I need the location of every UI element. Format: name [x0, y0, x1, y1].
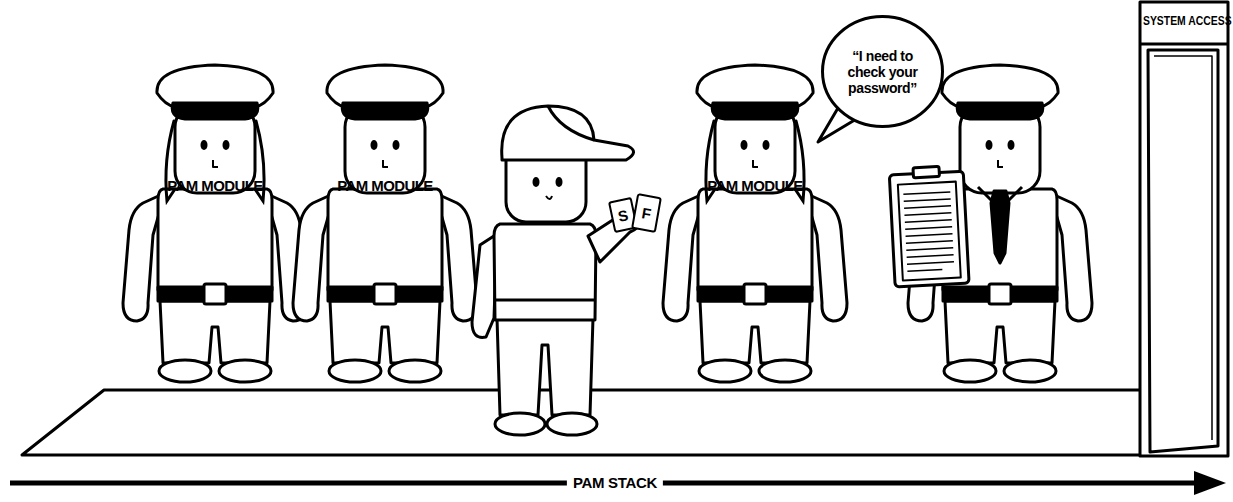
clipboard-board — [889, 171, 969, 287]
module-label: PAM MODULE — [330, 174, 440, 198]
door-panel-edge — [1154, 56, 1212, 440]
speech-text: “I need to check your password” — [839, 48, 927, 96]
speech-bubble-ellipse — [823, 17, 943, 127]
stack-arrow-head — [1194, 471, 1226, 495]
card-letter: F — [641, 204, 653, 222]
pam-module-guard — [123, 65, 307, 382]
clipboard-lines — [903, 192, 954, 271]
torso — [494, 224, 596, 320]
clipboard — [889, 165, 969, 287]
module-label: PAM MODULE — [160, 174, 270, 198]
pam-module-shirt: PAM MODULE — [700, 174, 810, 198]
waist-line — [496, 299, 594, 302]
pam-module-guard — [293, 65, 477, 382]
door-outline — [1138, 0, 1230, 458]
stack-label: PAM STACK — [567, 472, 663, 494]
clipboard-clip — [913, 166, 939, 177]
mouth — [546, 196, 552, 199]
door-frame — [1140, 2, 1228, 456]
cap-seam — [548, 106, 594, 140]
supervisor-details — [889, 165, 1022, 287]
module-label: PAM MODULE — [700, 174, 810, 198]
pam-module-shirt: PAM MODULE — [330, 174, 440, 198]
clipboard-paper — [898, 182, 961, 281]
left-foot — [495, 413, 545, 435]
system-access-door: SYSTEM ACCESS — [1138, 0, 1230, 458]
door-sign: SYSTEM ACCESS — [1143, 13, 1232, 28]
door-header-line — [1140, 43, 1228, 46]
right-foot — [547, 413, 597, 435]
cap — [502, 106, 634, 160]
tie — [991, 191, 1009, 263]
credential-card: F — [631, 193, 662, 233]
user-figure — [472, 106, 642, 435]
door-frame-outer — [1140, 2, 1228, 456]
floor — [22, 390, 1222, 455]
eye — [556, 177, 563, 187]
pam-module-guard — [663, 65, 847, 382]
pam-module-shirt: PAM MODULE — [160, 174, 270, 198]
eye — [533, 177, 540, 187]
speech-bubble: “I need to check your password” — [820, 14, 945, 129]
pants — [497, 318, 593, 415]
door-panel — [1148, 50, 1218, 452]
card-letter: S — [616, 206, 629, 225]
